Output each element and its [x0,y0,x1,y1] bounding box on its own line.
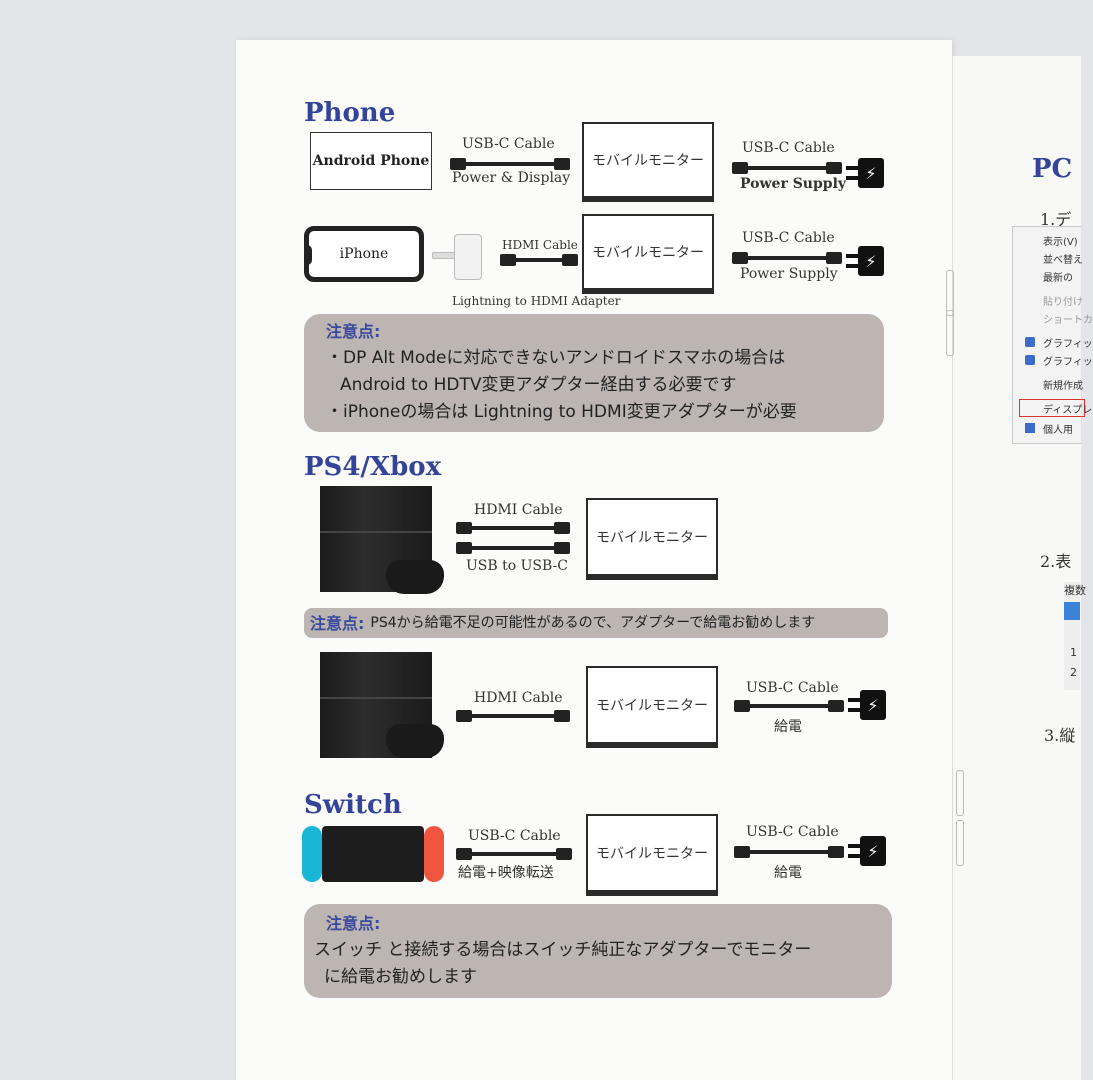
switch-screen [322,826,424,882]
monitor-label: モバイルモニター [592,153,704,169]
pc-step-3: 3.縦 [1044,726,1076,745]
table-row-value: 1 [1070,646,1077,659]
lightning-adapter-icon [432,232,482,280]
ps4-note-box: 注意点: PS4から給電不足の可能性があるので、アダプターで給電お勧めします [304,608,888,638]
phone-note-line-3: ・iPhoneの場合は Lightning to HDMI変更アダプターが必要 [326,402,797,422]
graphics-icon [1025,337,1035,347]
switch-heading: Switch [304,790,402,820]
phone-note-line-1: ・DP Alt Modeに対応できないアンドロイドスマホの場合は [326,348,786,368]
switch-console-image [302,826,444,884]
ps4-usb-label: USB to USB-C [466,558,569,574]
binding-stitch-bottom-2 [956,820,964,866]
android-power-cable [732,162,842,174]
android-usbc-cable [450,158,570,170]
table-header: 複数 [1064,584,1086,597]
ps4-note-title: 注意点: [310,613,365,633]
iphone-hdmi-label: HDMI Cable [502,238,578,252]
iphone-label: iPhone [339,246,389,262]
pc-step-1: 1.デ [1040,210,1072,229]
power-plug-icon: ⚡ [848,690,886,720]
display-settings-highlight [1019,399,1085,417]
switch-note-title: 注意点: [326,914,381,933]
iphone-device: iPhone [304,226,424,282]
switch-power-cable [734,846,844,858]
context-menu-item: 個人用 [1043,425,1073,436]
context-menu-item: ディスプレ [1043,405,1093,416]
iphone-power-label-bottom: Power Supply [740,266,838,282]
iphone-hdmi-cable [500,254,578,266]
monitor-label: モバイルモニター [596,698,708,714]
table-row-value: 2 [1070,666,1077,679]
android-power-label-top: USB-C Cable [742,140,835,156]
ps4-power-label-bottom: 給電 [774,719,802,735]
monitor-phone-1: モバイルモニター [582,122,714,202]
ps4-controller-icon [386,560,444,594]
phone-note-title: 注意点: [326,322,381,341]
switch-note-line-1: スイッチ と接続する場合はスイッチ純正なアダプターでモニター [314,940,812,960]
ps4-hdmi-cable-2 [456,710,570,722]
switch-power-label-top: USB-C Cable [746,824,839,840]
monitor-label: モバイルモニター [592,245,704,261]
pc-step-2: 2.表 [1040,552,1072,571]
monitor-switch: モバイルモニター [586,814,718,896]
display-settings-table: 複数 1 2 [1064,582,1086,690]
switch-cable-label-bottom: 給電+映像転送 [458,865,554,881]
context-menu-item: 新規作成 [1043,381,1083,392]
joycon-left-icon [302,826,322,882]
monitor-ps4-1: モバイルモニター [586,498,718,580]
context-menu-item: グラフィッ [1043,357,1093,368]
iphone-power-cable [732,252,842,264]
ps4-power-cable [734,700,844,712]
adapter-label: Lightning to HDMI Adapter [452,294,621,308]
ps4-controller-icon [386,724,444,758]
switch-power-label-bottom: 給電 [774,865,802,881]
personalize-icon [1025,423,1035,433]
monitor-phone-2: モバイルモニター [582,214,714,294]
android-phone-label: Android Phone [312,153,430,169]
ps4-note-text: PS4から給電不足の可能性があるので、アダプターで給電お勧めします [370,614,816,631]
table-row-selected [1064,602,1080,620]
binding-stitch-top-2 [946,310,954,356]
ps4-hdmi-cable [456,522,570,534]
iphone-notch [304,245,312,265]
android-power-label-bottom: Power Supply [740,176,847,192]
switch-note-line-2: に給電お勧めします [324,967,477,987]
graphics-icon [1025,355,1035,365]
android-cable-label-top: USB-C Cable [462,136,555,152]
switch-cable-label-top: USB-C Cable [468,828,561,844]
android-phone-box: Android Phone [310,132,432,190]
switch-usbc-cable [456,848,572,860]
context-menu-item: グラフィッ [1043,339,1093,350]
power-plug-icon: ⚡ [846,158,884,188]
phone-heading: Phone [304,98,396,128]
ps4-heading: PS4/Xbox [304,452,442,482]
binding-stitch-bottom [956,770,964,816]
power-plug-icon: ⚡ [848,836,886,866]
context-menu-screenshot: 表示(V) 並べ替え 最新の 貼り付け ショートカ グラフィッ グラフィッ 新規… [1012,226,1093,444]
monitor-ps4-2: モバイルモニター [586,666,718,748]
phone-note-line-2: Android to HDTV変更アダプター経由する必要です [340,375,737,395]
context-menu-item: ショートカ [1043,315,1093,326]
ps4-hdmi-label: HDMI Cable [474,502,563,518]
context-menu-item: 貼り付け [1043,297,1083,308]
iphone-power-label-top: USB-C Cable [742,230,835,246]
pc-heading: PC [1032,154,1073,184]
monitor-label: モバイルモニター [596,846,708,862]
monitor-label: モバイルモニター [596,530,708,546]
binding-stitch-top [946,270,954,316]
context-menu-item: 並べ替え [1043,255,1083,266]
switch-note-box: 注意点: スイッチ と接続する場合はスイッチ純正なアダプターでモニター に給電お… [304,904,892,998]
context-menu-item: 表示(V) [1043,237,1078,248]
android-cable-label-bottom: Power & Display [452,170,571,186]
context-menu-item: 最新の [1043,273,1073,284]
joycon-right-icon [424,826,444,882]
power-plug-icon: ⚡ [846,246,884,276]
ps4-power-label-top: USB-C Cable [746,680,839,696]
ps4-hdmi-label-2: HDMI Cable [474,690,563,706]
phone-note-box: 注意点: ・DP Alt Modeに対応できないアンドロイドスマホの場合は An… [304,314,884,432]
ps4-usb-cable [456,542,570,554]
